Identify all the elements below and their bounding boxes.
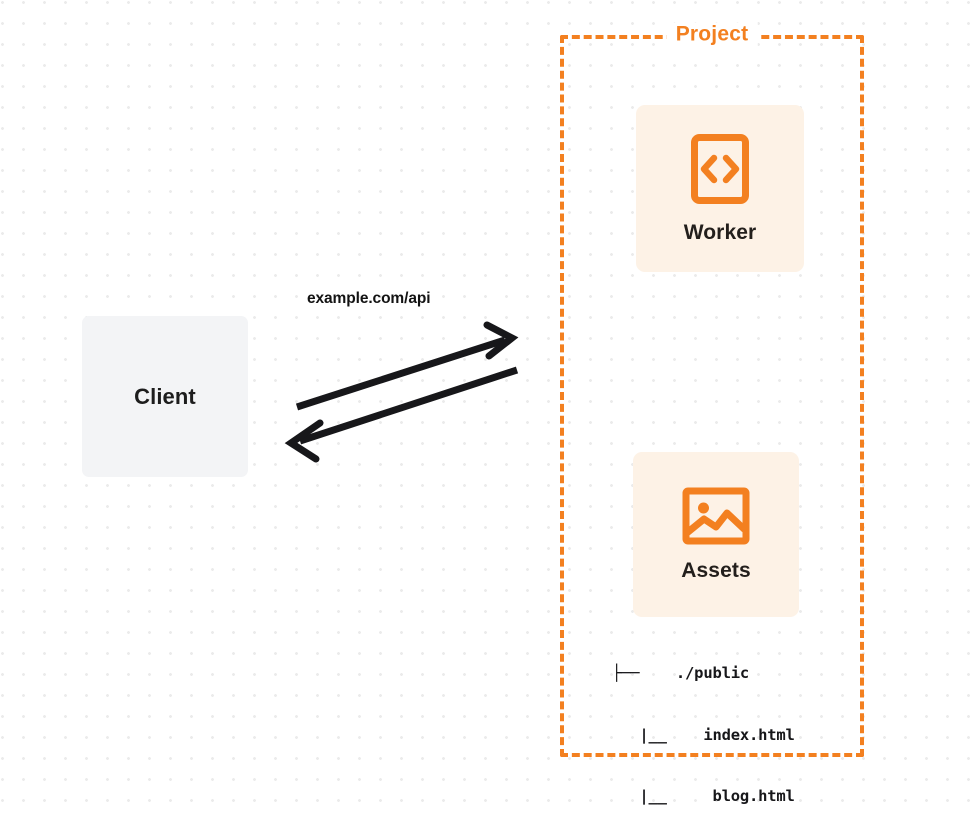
connection-label: example.com/api <box>307 290 431 307</box>
tree-line: ├── ./public <box>612 664 749 682</box>
worker-card[interactable]: Worker <box>636 105 804 272</box>
client-node[interactable]: Client <box>82 316 248 477</box>
assets-card[interactable]: Assets <box>633 452 799 617</box>
arrow-right-icon <box>295 321 519 411</box>
client-node-label: Client <box>134 383 196 409</box>
assets-file-tree: ├── ./public |__ index.html |__ blog.htm… <box>612 622 795 818</box>
tree-line: |__ blog.html <box>612 787 795 805</box>
project-container: Project Worker Assets ├── ./public |__ i… <box>560 22 864 805</box>
arrow-left-icon <box>284 366 519 463</box>
image-icon <box>682 487 750 544</box>
tree-line: |__ index.html <box>612 725 795 744</box>
project-title: Project <box>666 22 758 47</box>
code-brackets-icon <box>691 133 749 204</box>
worker-card-label: Worker <box>683 220 757 244</box>
assets-card-label: Assets <box>681 558 751 582</box>
